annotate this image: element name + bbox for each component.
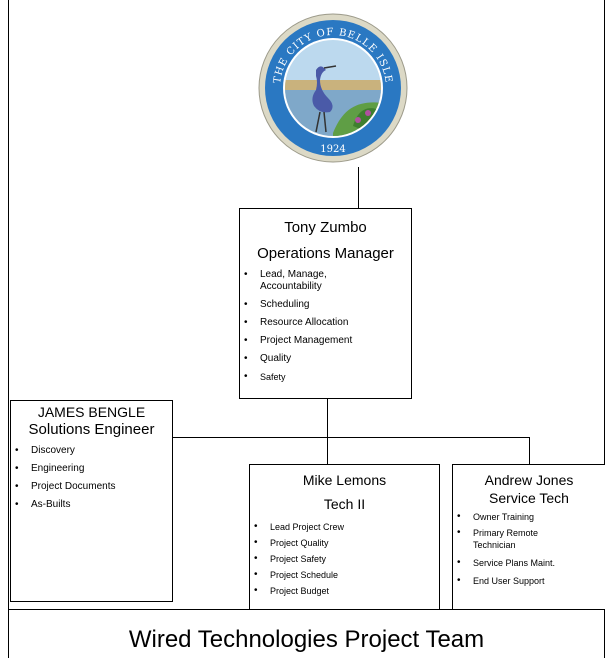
- list-item: Lead Project Crew: [250, 521, 439, 533]
- list-item: End User Support: [453, 575, 605, 587]
- manager-duties: Lead, Manage, Accountability Scheduling …: [240, 269, 411, 383]
- list-item: Owner Training: [453, 511, 605, 523]
- list-item: Primary Remote Technician: [453, 527, 605, 551]
- footer-title: Wired Technologies Project Team: [8, 609, 605, 658]
- list-item: As-Builts: [11, 499, 172, 511]
- list-item: Engineering: [11, 463, 172, 475]
- list-item: Project Budget: [250, 585, 439, 597]
- engineer-box: JAMES BENGLE Solutions Engineer Discover…: [10, 400, 173, 602]
- tech2-box: Mike Lemons Tech II Lead Project Crew Pr…: [249, 464, 440, 612]
- list-item: Safety: [240, 371, 411, 383]
- service-name: Andrew Jones: [484, 472, 574, 488]
- list-item: Quality: [240, 353, 411, 365]
- service-duties: Owner Training Primary Remote Technician…: [453, 511, 605, 587]
- manager-box: Tony Zumbo Operations Manager Lead, Mana…: [239, 208, 412, 399]
- list-item: Project Schedule: [250, 569, 439, 581]
- engineer-duties: Discovery Engineering Project Documents …: [11, 445, 172, 511]
- tech2-role: Tech II: [323, 496, 366, 512]
- list-item: Project Documents: [11, 481, 172, 493]
- list-item: Project Management: [240, 335, 411, 347]
- tech2-duties: Lead Project Crew Project Quality Projec…: [250, 521, 439, 597]
- connector-seal-manager: [358, 167, 359, 209]
- engineer-role: Solutions Engineer: [28, 421, 155, 438]
- list-item: Project Quality: [250, 537, 439, 549]
- list-item: Project Safety: [250, 553, 439, 565]
- tech2-name: Mike Lemons: [302, 472, 387, 488]
- list-item: Scheduling: [240, 299, 411, 311]
- connector-manager-branch: [327, 398, 328, 464]
- manager-name: Tony Zumbo: [284, 219, 367, 236]
- connector-horizontal: [172, 437, 530, 438]
- connector-service: [529, 437, 530, 464]
- service-box: Andrew Jones Service Tech Owner Training…: [452, 464, 605, 612]
- list-item: Service Plans Maint.: [453, 557, 605, 569]
- list-item: Lead, Manage, Accountability: [240, 269, 411, 293]
- seal-year: 1924: [320, 144, 345, 155]
- list-item: Resource Allocation: [240, 317, 411, 329]
- engineer-name: JAMES BENGLE: [37, 404, 146, 420]
- list-item: Discovery: [11, 445, 172, 457]
- service-role: Service Tech: [489, 490, 569, 506]
- city-seal-logo: THE CITY OF BELLE ISLE 1924: [258, 13, 408, 163]
- manager-role: Operations Manager: [257, 245, 394, 262]
